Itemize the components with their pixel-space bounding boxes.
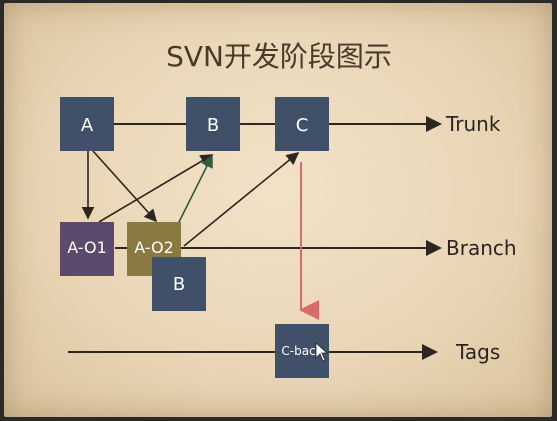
arrow-a02-to-c: [183, 151, 300, 247]
arrow-a02-to-b: [177, 154, 213, 225]
node-a01: A-O1: [60, 222, 114, 276]
node-a01-label: A-O1: [67, 238, 107, 257]
node-b-branch: B: [152, 257, 206, 311]
diagram-title: SVN开发阶段图示: [166, 40, 392, 73]
branch-label: Branch: [446, 236, 517, 260]
node-c: C: [275, 97, 329, 151]
node-a02-label: A-O2: [134, 238, 174, 257]
arrow-a01-to-b: [98, 154, 214, 223]
trunk-label: Trunk: [445, 112, 501, 136]
mouse-cursor-icon: [315, 342, 329, 362]
node-b-trunk-label: B: [207, 115, 219, 136]
node-c-label: C: [296, 115, 309, 136]
node-a-label: A: [81, 115, 94, 136]
tags-label: Tags: [455, 340, 500, 364]
node-b-trunk: B: [186, 97, 240, 151]
node-b-branch-label: B: [173, 274, 185, 295]
arrow-a-to-a02: [92, 150, 158, 223]
node-cback-label: C-back: [281, 344, 322, 358]
node-a: A: [60, 97, 114, 151]
